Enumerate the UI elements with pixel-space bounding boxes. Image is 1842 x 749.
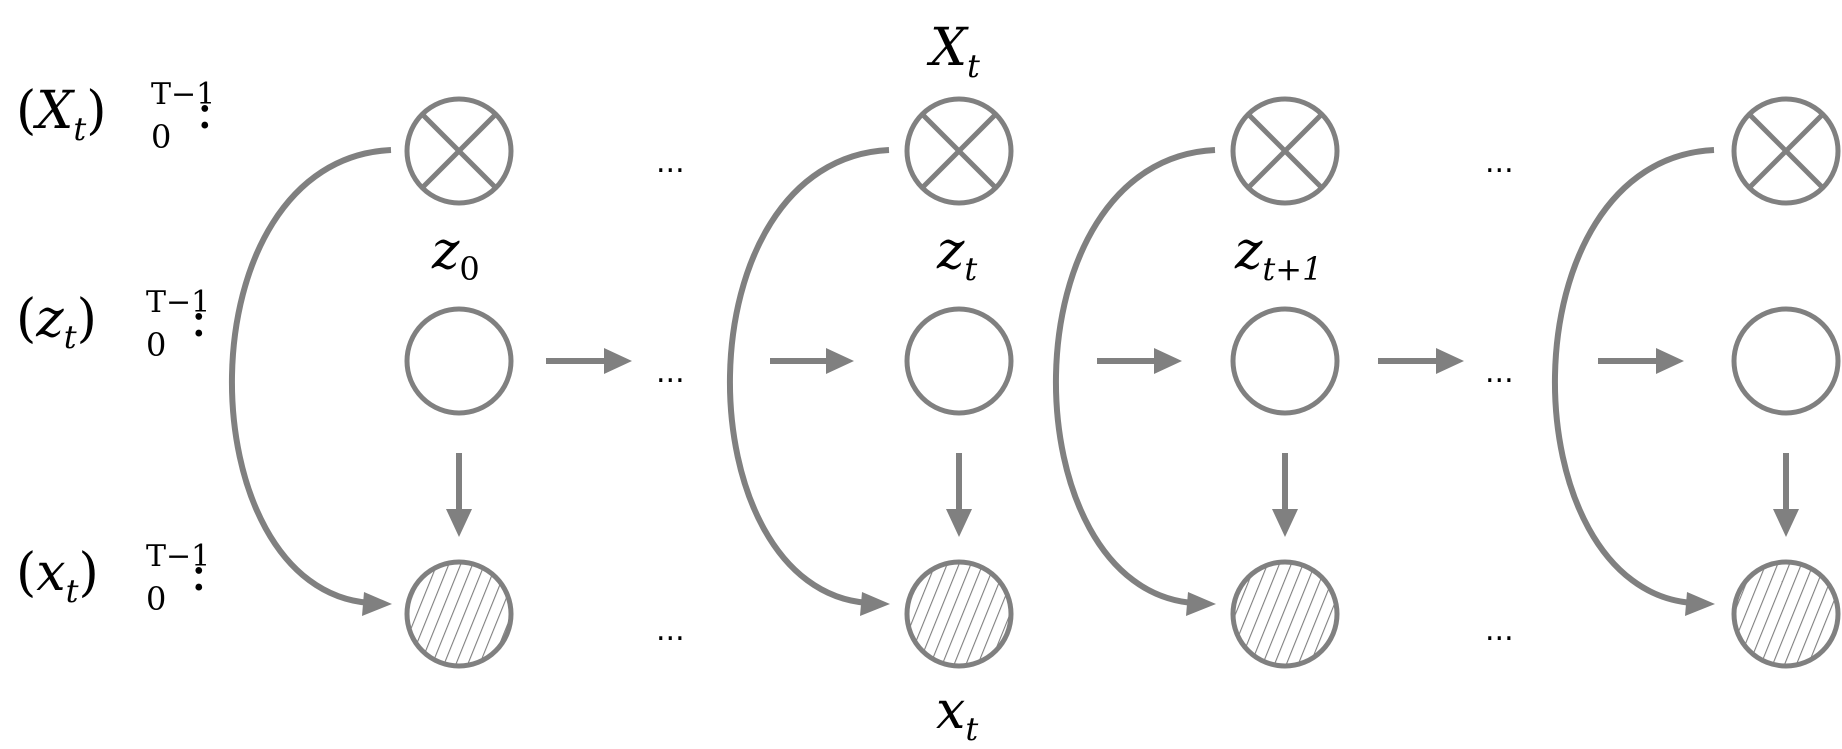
svg-text:T−1: T−1 [146, 539, 210, 574]
ellipsis-top-1: ... [656, 145, 685, 180]
v-arrow-col-3 [1773, 453, 1799, 537]
h-arrow-5 [1598, 348, 1684, 374]
svg-text:T−1: T−1 [151, 77, 215, 112]
curved-edge-col-2 [1052, 147, 1216, 616]
node-x-0 [404, 559, 514, 669]
node-X-last [1731, 96, 1841, 206]
node-z-0 [404, 306, 514, 416]
svg-text:(xt): (xt) [16, 543, 99, 610]
node-label-X-t: Xt [926, 18, 980, 85]
node-X-t [904, 96, 1014, 206]
node-X-t-plus-1 [1230, 96, 1340, 206]
node-x-t-plus-1 [1230, 559, 1340, 669]
v-arrow-col-0 [446, 453, 472, 537]
ellipsis-bottom-2: ... [1485, 613, 1514, 648]
svg-text:(zt): (zt) [16, 289, 97, 356]
node-z-t [904, 306, 1014, 416]
v-arrow-col-1 [946, 453, 972, 537]
node-X-0 [404, 96, 514, 206]
node-label-x-t: xt [936, 681, 978, 748]
h-arrow-4 [1378, 348, 1464, 374]
svg-text::: : [190, 543, 208, 603]
v-arrow-col-2 [1272, 453, 1298, 537]
svg-text:(Xt): (Xt) [16, 81, 106, 148]
svg-text:0: 0 [146, 326, 166, 364]
curved-edge-col-0 [228, 147, 392, 616]
svg-text::: : [190, 289, 208, 349]
node-label-z-t: zt [936, 221, 977, 288]
h-arrow-1 [546, 348, 632, 374]
row-label-x: (xt) 0 T−1 : [16, 539, 210, 618]
row-label-z: (zt) 0 T−1 : [16, 285, 210, 364]
ellipsis-bottom-1: ... [656, 613, 685, 648]
h-arrow-2 [770, 348, 854, 374]
svg-text:T−1: T−1 [146, 285, 210, 320]
h-arrow-3 [1097, 348, 1182, 374]
node-label-z-0: z0 [431, 221, 480, 288]
svg-text::: : [196, 81, 214, 141]
ellipsis-mid-1: ... [656, 355, 685, 390]
svg-text:0: 0 [151, 118, 171, 156]
curved-edge-col-3 [1551, 147, 1715, 616]
node-x-t [904, 559, 1014, 669]
node-z-t-plus-1 [1230, 306, 1340, 416]
curved-edge-col-1 [726, 147, 890, 616]
node-z-last [1731, 306, 1841, 416]
svg-text:0: 0 [146, 580, 166, 618]
row-label-X: (Xt) 0 T−1 : [16, 77, 215, 156]
node-label-z-t-plus-1: zt+1 [1234, 221, 1322, 288]
ellipsis-mid-2: ... [1485, 355, 1514, 390]
ellipsis-top-2: ... [1485, 145, 1514, 180]
node-x-last [1731, 559, 1841, 669]
